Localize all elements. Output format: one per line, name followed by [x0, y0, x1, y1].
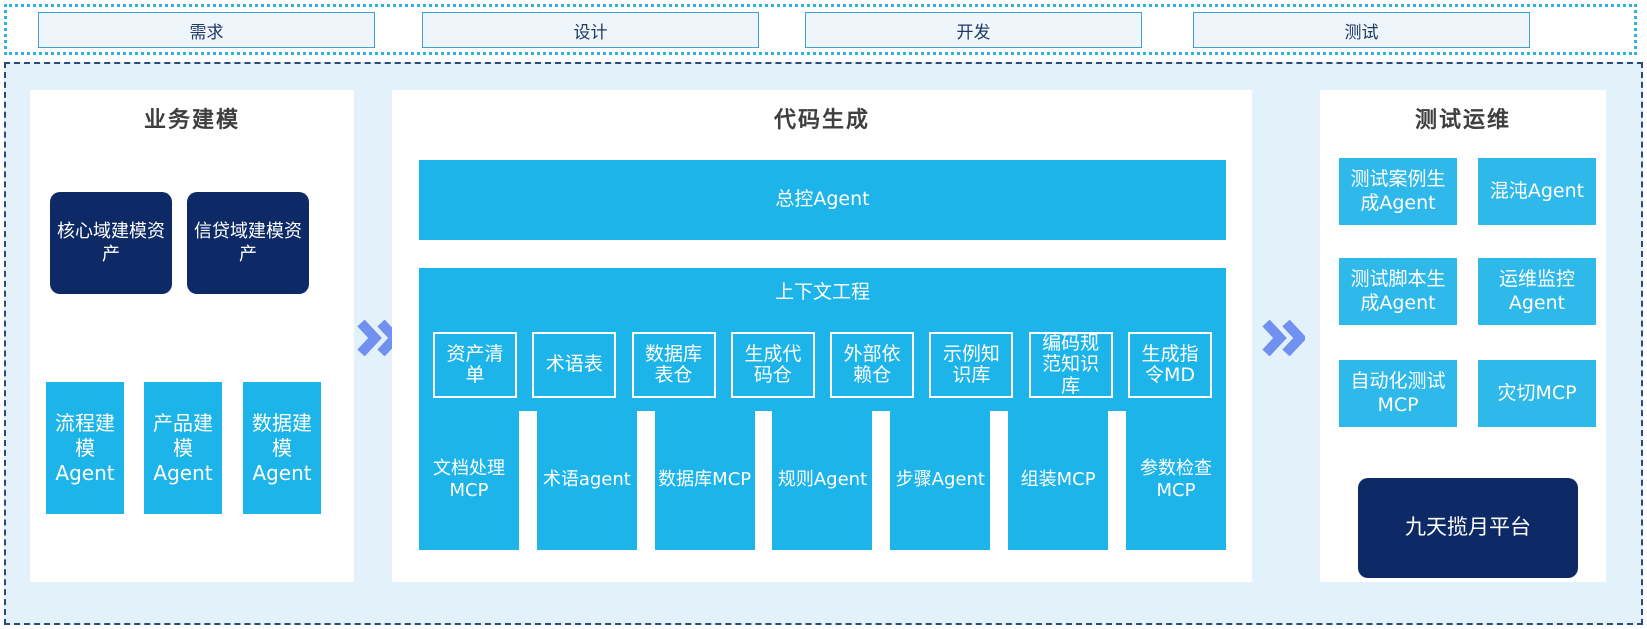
box-jiutian-lanyue-platform: 九天揽月平台 — [1358, 478, 1578, 578]
context-engineering-items: 资产清单 术语表 数据库表仓 生成代码仓 外部依赖仓 示例知识库 编码规范知识库… — [433, 332, 1212, 398]
box-param-check-mcp: 参数检查MCP — [1125, 410, 1226, 550]
box-process-modeling-agent: 流程建模Agent — [46, 382, 124, 514]
context-engineering-title: 上下文工程 — [774, 281, 870, 303]
phase-box-development: 开发 — [805, 12, 1142, 48]
box-product-modeling-agent: 产品建模Agent — [144, 382, 222, 514]
box-chaos-agent: 混沌Agent — [1478, 158, 1596, 225]
panel-title-business-modeling: 业务建模 — [143, 108, 240, 133]
ctx-item-coding-standard-kb: 编码规范知识库 — [1028, 332, 1113, 398]
box-auto-test-mcp: 自动化测试MCP — [1339, 360, 1457, 427]
phase-box-requirements: 需求 — [38, 12, 375, 48]
box-credit-domain-assets: 信贷域建模资产 — [187, 192, 309, 294]
ctx-item-glossary: 术语表 — [532, 332, 617, 398]
ctx-item-asset-list: 资产清单 — [433, 332, 517, 398]
panel-title-code-generation: 代码生成 — [773, 108, 870, 133]
box-rule-agent: 规则Agent — [772, 410, 873, 550]
ctx-item-db-table-repo: 数据库表仓 — [631, 332, 716, 398]
main-diagram-container: 业务建模 核心域建模资产 信贷域建模资产 流程建模Agent 产品建模Agent… — [4, 62, 1643, 625]
box-terminology-agent: 术语agent — [536, 410, 637, 550]
panel-code-generation: 代码生成 总控Agent 上下文工程 资产清单 术语表 数据库表仓 生成代码仓 … — [392, 90, 1252, 582]
phase-strip: 需求 设计 开发 测试 — [4, 4, 1637, 55]
phase-box-testing: 测试 — [1193, 12, 1530, 48]
box-master-agent: 总控Agent — [419, 160, 1226, 240]
box-test-script-gen-agent: 测试脚本生成Agent — [1339, 258, 1457, 325]
chevron-double-right-icon — [1262, 320, 1305, 356]
panel-business-modeling: 业务建模 核心域建模资产 信贷域建模资产 流程建模Agent 产品建模Agent… — [30, 90, 354, 582]
box-ops-monitor-agent: 运维监控Agent — [1478, 258, 1596, 325]
phase-box-design: 设计 — [422, 12, 759, 48]
box-context-engineering: 上下文工程 资产清单 术语表 数据库表仓 生成代码仓 外部依赖仓 示例知识库 编… — [419, 268, 1226, 411]
box-step-agent: 步骤Agent — [890, 410, 991, 550]
box-core-domain-assets: 核心域建模资产 — [50, 192, 172, 294]
box-data-modeling-agent: 数据建模Agent — [243, 382, 321, 514]
ctx-item-gen-code-repo: 生成代码仓 — [730, 332, 815, 398]
code-generation-tools: 文档处理MCP 术语agent 数据库MCP 规则Agent 步骤Agent 组… — [419, 410, 1226, 550]
ctx-item-gen-instruction-md: 生成指令MD — [1127, 332, 1212, 398]
box-doc-processing-mcp: 文档处理MCP — [419, 410, 519, 550]
panel-title-test-ops: 测试运维 — [1414, 108, 1511, 133]
box-database-mcp: 数据库MCP — [654, 410, 755, 550]
box-disaster-switch-mcp: 灾切MCP — [1478, 360, 1596, 427]
box-assembly-mcp: 组装MCP — [1008, 410, 1109, 550]
box-test-case-gen-agent: 测试案例生成Agent — [1339, 158, 1457, 225]
panel-test-ops: 测试运维 测试案例生成Agent 混沌Agent 测试脚本生成Agent 运维监… — [1320, 90, 1606, 582]
ctx-item-example-kb: 示例知识库 — [929, 332, 1014, 398]
ctx-item-ext-dependency-repo: 外部依赖仓 — [830, 332, 915, 398]
